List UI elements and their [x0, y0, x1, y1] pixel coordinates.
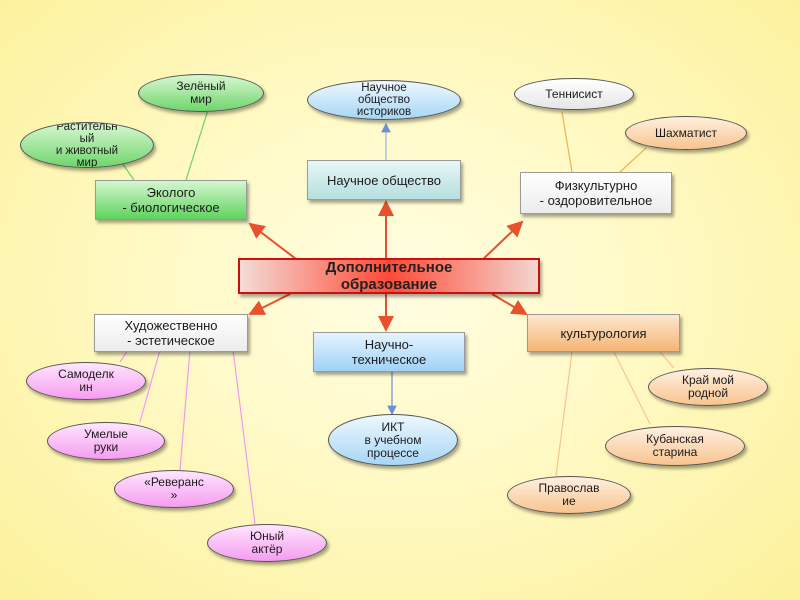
- leaf-tennis: Теннисист: [514, 78, 634, 110]
- link-art-handmade: [119, 349, 129, 363]
- leaf-plants: Растительн ый и животный мир: [20, 122, 154, 168]
- arrow-to-art: [248, 293, 291, 315]
- leaf-green-world: Зелёный мир: [138, 74, 264, 112]
- leaf-chess: Шахматист: [625, 116, 747, 150]
- link-art-reverence: [179, 349, 191, 471]
- leaf-handmade: Самоделк ин: [26, 362, 146, 400]
- branch-art: Художественно - эстетическое: [94, 314, 248, 352]
- link-culture-homeland: [659, 351, 675, 369]
- arrow-to-sport: [479, 220, 524, 263]
- branch-science: Научное общество: [307, 160, 461, 200]
- leaf-homeland: Край мой родной: [648, 368, 768, 406]
- branch-sport: Физкультурно - оздоровительное: [520, 172, 672, 214]
- link-culture-kuban: [613, 351, 651, 425]
- leaf-historians: Научное общество историков: [307, 80, 461, 120]
- arrow-to-culture: [491, 293, 528, 316]
- leaf-actor: Юный актёр: [207, 524, 327, 562]
- link-sport-chess: [619, 147, 647, 173]
- leaf-orthodoxy: Православ ие: [507, 476, 631, 514]
- center-node: Дополнительное образование: [238, 258, 540, 294]
- leaf-ikt: ИКТ в учебном процессе: [328, 414, 458, 466]
- link-art-skilled: [139, 349, 161, 423]
- link-culture-orthodoxy: [555, 351, 573, 477]
- link-art-actor: [232, 349, 256, 525]
- branch-tech: Научно- техническое: [313, 332, 465, 372]
- link-eco-green-world: [185, 109, 209, 181]
- leaf-kuban: Кубанская старина: [605, 426, 745, 466]
- leaf-skilled-hands: Умелые руки: [47, 422, 165, 460]
- leaf-reverence: «Реверанс »: [114, 470, 234, 508]
- arrow-to-eco: [248, 222, 301, 263]
- branch-culture: культурология: [527, 314, 680, 352]
- link-sport-tennis: [561, 111, 573, 173]
- branch-eco: Эколого - биологическое: [95, 180, 247, 220]
